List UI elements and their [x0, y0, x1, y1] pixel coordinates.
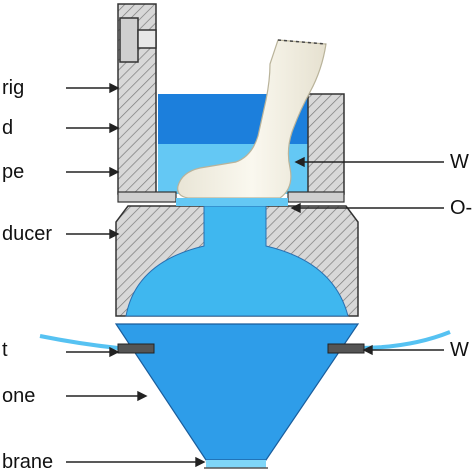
rig-clamp-screw [137, 29, 157, 49]
label-one: one [2, 385, 36, 407]
foot-top-edge [277, 39, 327, 45]
label-pe: pe [2, 161, 25, 183]
label-w-top: W [450, 151, 469, 173]
tank-bottom-plate-right [287, 191, 345, 203]
inlet-tube [39, 334, 119, 350]
label-w-bottom: W [450, 339, 469, 361]
right-leader-arrows [290, 156, 444, 356]
label-rig: rig [2, 77, 25, 99]
outlet-port [327, 343, 365, 354]
cone-bottom-water [206, 460, 266, 468]
inlet-port [117, 343, 155, 354]
label-o-ring: O- [450, 197, 473, 219]
label-t: t [2, 339, 8, 361]
foot-phantom [177, 39, 327, 199]
left-leader-arrows [66, 82, 206, 468]
tank-bottom-plate-left [117, 191, 177, 203]
label-d: d [2, 117, 14, 139]
tank-wall-right [307, 93, 345, 195]
label-ducer: ducer [2, 223, 53, 245]
rig-clamp-block [119, 17, 139, 63]
label-brane: brane [2, 451, 54, 473]
o-ring-gap [176, 198, 288, 206]
transducer-water-channel [125, 205, 349, 317]
